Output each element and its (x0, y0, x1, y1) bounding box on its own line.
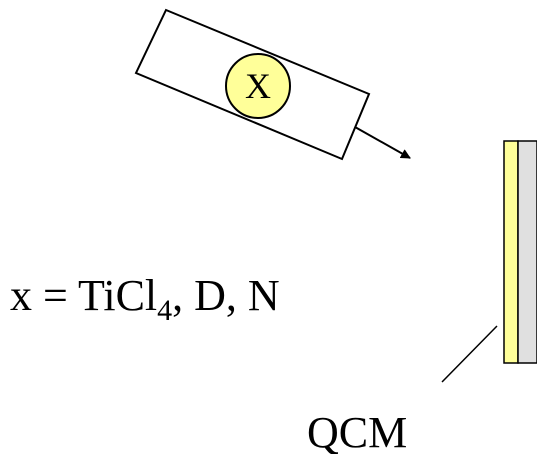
formula-suffix: , D, N (172, 271, 280, 320)
formula-subscript: 4 (157, 294, 172, 327)
flux-arrow (354, 126, 411, 159)
quartz-crystal (517, 140, 537, 364)
species-circle (225, 53, 291, 119)
qcm-label: QCM (307, 408, 407, 454)
deposited-film (503, 140, 519, 364)
qcm-crystal (503, 140, 537, 364)
formula-prefix: x = TiCl (10, 271, 157, 320)
qcm-leader-line (441, 325, 498, 383)
species-circle-label: X (245, 66, 271, 106)
source-species-marker: X (225, 53, 291, 119)
species-formula: x = TiCl4, D, N (10, 271, 280, 327)
